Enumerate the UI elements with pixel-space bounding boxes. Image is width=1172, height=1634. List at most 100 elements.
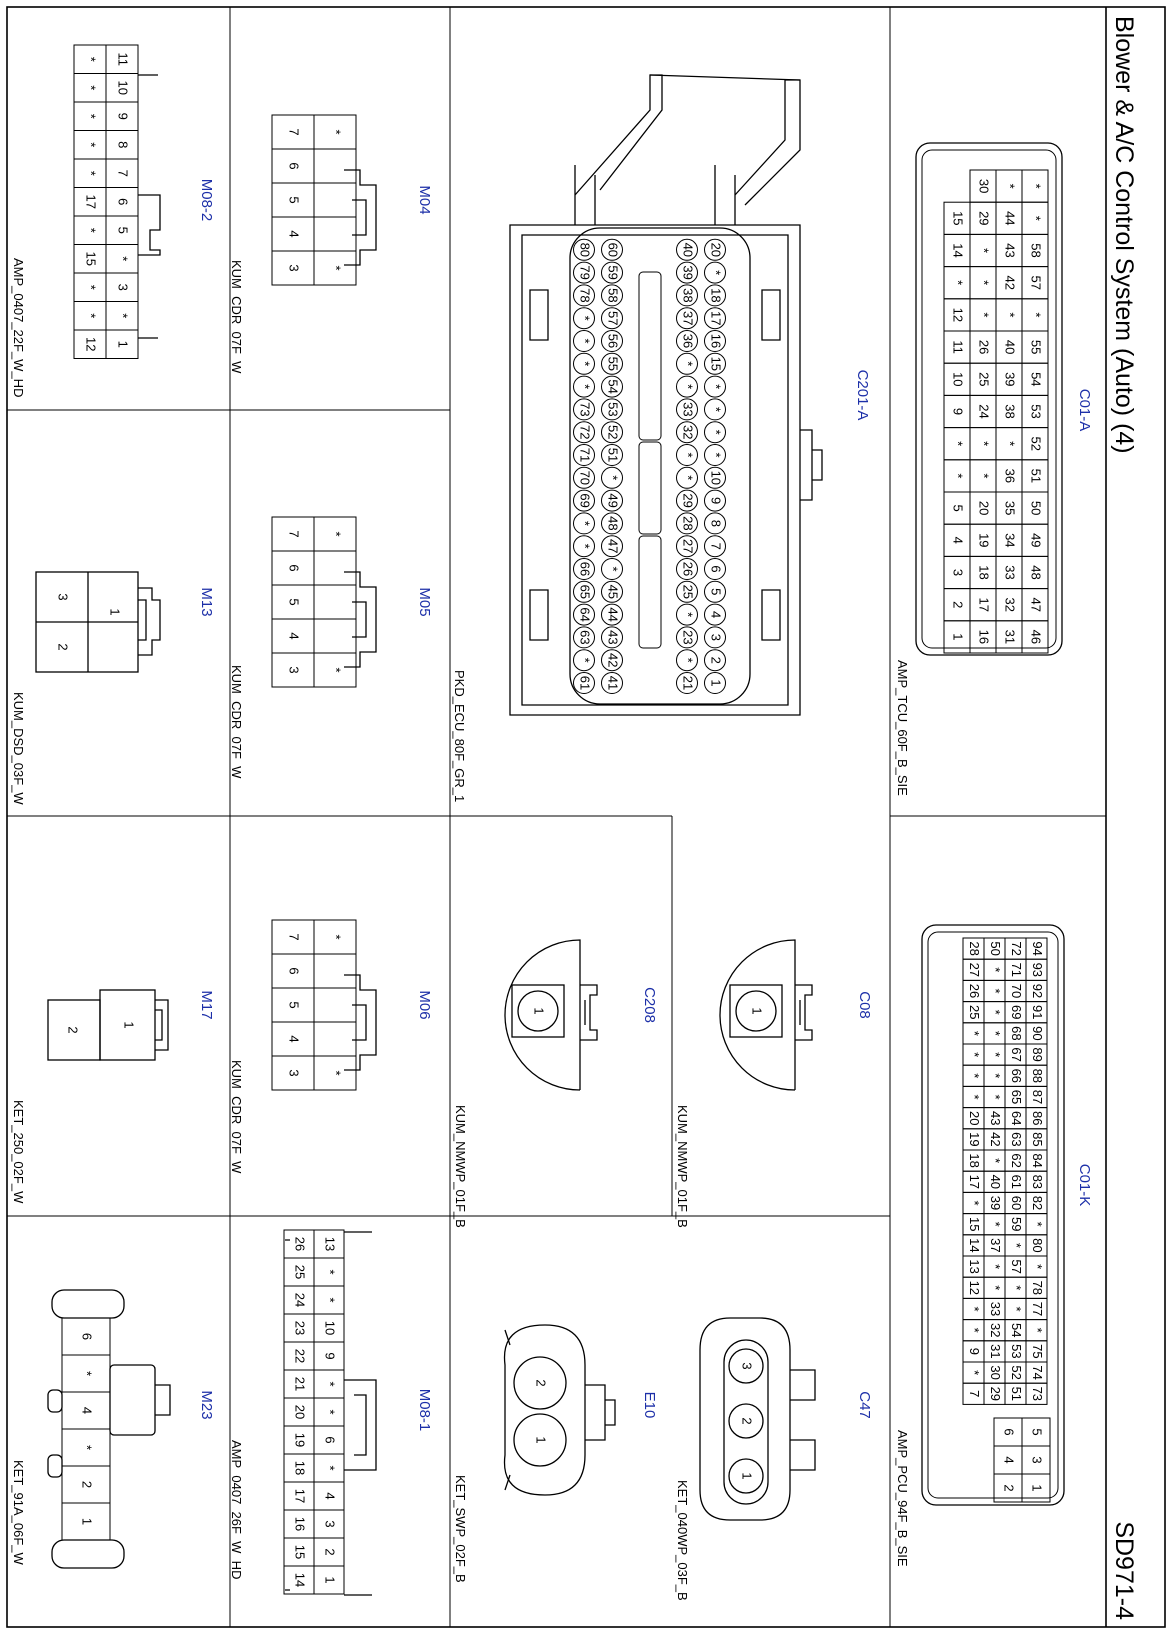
- pin-grid: 46474849505152535455*5758**313233343536*…: [943, 169, 1049, 654]
- pin-label: *: [988, 967, 1003, 972]
- pin-label: 33: [988, 1302, 1003, 1316]
- pin-label: *: [323, 1297, 338, 1302]
- pin-label: 8: [116, 141, 131, 148]
- pin-cell: [313, 216, 357, 252]
- pin-circle: [573, 375, 595, 398]
- pin-label: 15: [951, 211, 966, 225]
- pin-label: 72: [578, 425, 593, 439]
- pin-label: *: [967, 1073, 982, 1078]
- pin-label: *: [1003, 441, 1018, 446]
- pin-label: *: [681, 475, 696, 480]
- pin-label: *: [578, 521, 593, 526]
- pin-cell: [313, 550, 357, 586]
- pin-label: *: [578, 384, 593, 389]
- pin-label: 26: [681, 562, 696, 576]
- pin-label: *: [967, 1200, 982, 1205]
- pin-label: 49: [1029, 533, 1044, 547]
- pin-label: 73: [578, 402, 593, 416]
- pin-circle: [573, 444, 595, 466]
- pin-label: *: [84, 171, 99, 176]
- pin-label: *: [80, 1371, 95, 1376]
- pin-label: 13: [967, 1259, 982, 1273]
- pin-cell: [313, 618, 357, 654]
- pin-label: 4: [951, 537, 966, 544]
- pin-label: *: [709, 430, 724, 435]
- connector-housing: [915, 142, 1063, 656]
- pin-label: 29: [977, 211, 992, 225]
- pin-label: *: [1029, 312, 1044, 317]
- connector-housing: [503, 1324, 616, 1496]
- pin-label: 9: [116, 113, 131, 120]
- connector-id: M06: [416, 990, 433, 1019]
- pin-label: *: [988, 1052, 1003, 1057]
- pin-circle: [573, 466, 595, 489]
- pin-cell: [271, 114, 315, 150]
- pin-circle: [704, 489, 726, 512]
- pin-label: 6: [323, 1436, 338, 1443]
- pin-label: 33: [1003, 565, 1018, 579]
- pin-circle: [704, 512, 726, 535]
- pin-label: *: [1030, 1222, 1045, 1227]
- pin-label: *: [1009, 1306, 1024, 1311]
- connector-m081: M08-1 AMP_0407_26F_W_HD 1234*6**910**131…: [229, 1229, 433, 1596]
- pin-label: *: [988, 1285, 1003, 1290]
- pin-label: 41: [606, 676, 621, 690]
- connector-c08: C08 KUM_NMWP_01F_B 1: [675, 939, 873, 1228]
- pin-circle: [517, 990, 559, 1032]
- pin-label: 5: [287, 598, 302, 605]
- pin-circle: [601, 535, 623, 558]
- pin-label: 3: [709, 634, 724, 641]
- pin-label: 3: [1030, 1456, 1045, 1463]
- pin-label: 4: [287, 632, 302, 639]
- pin-label: *: [951, 473, 966, 478]
- pin-label: 94: [1030, 941, 1045, 955]
- pin-label: 35: [1003, 501, 1018, 515]
- pin-label: 52: [606, 425, 621, 439]
- pin-label: 63: [578, 630, 593, 644]
- pin-circle: [573, 238, 595, 261]
- pin-label: 34: [1003, 533, 1018, 547]
- pin-label: *: [606, 566, 621, 571]
- pin-circle: [601, 375, 623, 398]
- pin-label: *: [578, 658, 593, 663]
- pin-circle: [676, 352, 698, 375]
- pin-label: 10: [709, 471, 724, 485]
- pin-label: 54: [1029, 372, 1044, 386]
- pin-label: 47: [606, 539, 621, 553]
- pin-circle: [601, 307, 623, 330]
- pin-label: 30: [977, 179, 992, 193]
- pin-circle: [573, 535, 595, 558]
- connector-housing: [699, 1317, 816, 1521]
- pin-circle: [676, 535, 698, 558]
- pin-label: 9: [323, 1352, 338, 1359]
- pin-circle: [601, 284, 623, 307]
- pin-label: 12: [967, 1281, 982, 1295]
- pin-cell: [962, 937, 985, 960]
- connector-housing: [35, 571, 161, 673]
- pin-label: 1: [532, 1007, 547, 1014]
- pin-circle: [573, 603, 595, 626]
- pin-label: 39: [681, 265, 696, 279]
- pin-cell: [61, 1317, 111, 1356]
- pin-circle: [573, 398, 595, 421]
- pin-label: *: [578, 316, 593, 321]
- pin-circle: [704, 261, 726, 284]
- connector-c201a: C201-A PKD_ECU_80F_GR_1 12345678910****1…: [452, 74, 871, 802]
- pin-label: 19: [967, 1132, 982, 1146]
- pin-circle: [601, 444, 623, 466]
- connector-family: AMP_PCU_94F_B_SIE: [895, 1430, 910, 1567]
- pin-circle: [704, 421, 726, 444]
- pin-circle: [704, 535, 726, 558]
- connector-family: KUM_CDR_07F_W: [229, 1060, 244, 1174]
- pin-circle: [676, 398, 698, 421]
- pin-label: 5: [951, 504, 966, 511]
- pin-label: 93: [1030, 963, 1045, 977]
- pin-circle: [704, 398, 726, 421]
- pin-label: 18: [293, 1461, 308, 1475]
- pin-circle: [704, 375, 726, 398]
- connector-m13: M13 KUM_DSD_03F_W 1 2 3: [11, 571, 215, 805]
- pin-label: *: [977, 473, 992, 478]
